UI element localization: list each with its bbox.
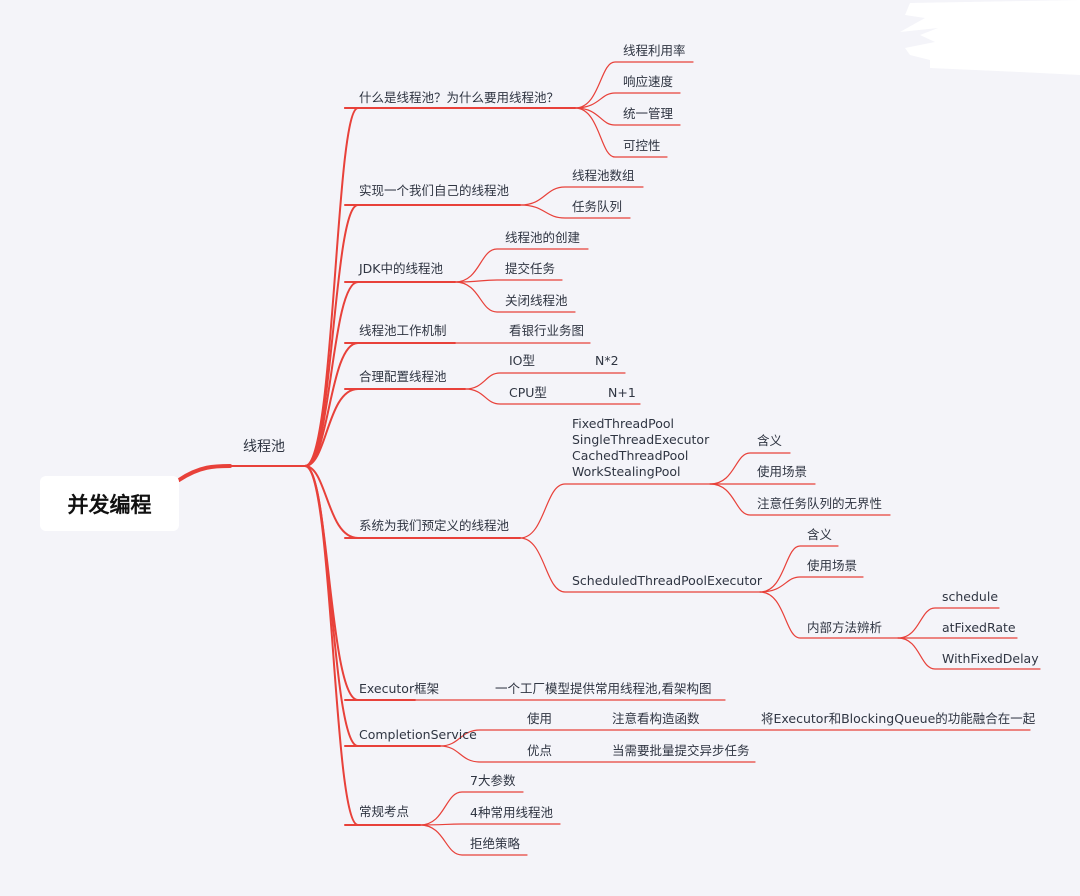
branch-configure-pool[interactable]: 合理配置线程池 — [359, 369, 447, 384]
root-node[interactable]: 并发编程 — [40, 476, 179, 531]
leaf-pool-creation[interactable]: 线程池的创建 — [505, 230, 581, 245]
branch-pool-mechanism[interactable]: 线程池工作机制 — [359, 323, 447, 338]
pool-fixed[interactable]: FixedThreadPool — [572, 416, 674, 431]
leaf-close-pool[interactable]: 关闭线程池 — [505, 293, 568, 308]
node-constructor-note[interactable]: 注意看构造函数 — [612, 711, 700, 726]
leaf-io-type[interactable]: IO型 — [509, 353, 536, 368]
leaf-bank-diagram[interactable]: 看银行业务图 — [509, 323, 585, 338]
branch-completion-service[interactable]: CompletionService — [359, 727, 477, 742]
leaf-meaning[interactable]: 含义 — [757, 433, 783, 448]
leaf-with-fixed-delay[interactable]: WithFixedDelay — [942, 651, 1039, 666]
root-label: 并发编程 — [67, 492, 152, 517]
leaf-factory-model[interactable]: 一个工厂模型提供常用线程池,看架构图 — [495, 681, 712, 696]
pool-cached[interactable]: CachedThreadPool — [572, 448, 689, 463]
node-usage[interactable]: 使用 — [527, 711, 553, 726]
leaf-scheduled-usage[interactable]: 使用场景 — [807, 558, 858, 573]
level1-node[interactable]: 线程池 — [243, 439, 285, 455]
leaf-io-value[interactable]: N*2 — [595, 353, 619, 368]
branch-predefined-pools[interactable]: 系统为我们预定义的线程池 — [359, 518, 510, 533]
branch-executor-framework[interactable]: Executor框架 — [359, 681, 440, 696]
leaf-task-queue[interactable]: 任务队列 — [572, 199, 623, 214]
leaf-batch-submit[interactable]: 当需要批量提交异步任务 — [612, 743, 750, 758]
leaf-rejection-policy[interactable]: 拒绝策略 — [470, 836, 521, 851]
leaf-schedule[interactable]: schedule — [942, 589, 999, 604]
node-internal-methods[interactable]: 内部方法辨析 — [807, 620, 883, 635]
node-scheduled-pool[interactable]: ScheduledThreadPoolExecutor — [572, 573, 763, 588]
leaf-unified-management[interactable]: 统一管理 — [623, 106, 674, 121]
scribble-decoration — [900, 0, 1080, 75]
branch-implement-own-pool[interactable]: 实现一个我们自己的线程池 — [359, 183, 510, 198]
pool-single[interactable]: SingleThreadExecutor — [572, 432, 710, 447]
branch-what-is-thread-pool[interactable]: 什么是线程池？为什么要用线程池？ — [359, 90, 560, 105]
leaf-response-speed[interactable]: 响应速度 — [623, 74, 674, 89]
leaf-merge-executor-queue[interactable]: 将Executor和BlockingQueue的功能融合在一起 — [761, 711, 1036, 726]
leaf-thread-pool-array[interactable]: 线程池数组 — [572, 168, 635, 183]
leaf-usage-scenario[interactable]: 使用场景 — [757, 464, 808, 479]
leaf-submit-task[interactable]: 提交任务 — [505, 261, 556, 276]
leaf-scheduled-meaning[interactable]: 含义 — [807, 527, 833, 542]
pool-work-stealing[interactable]: WorkStealingPool — [572, 464, 681, 479]
leaf-seven-params[interactable]: 7大参数 — [470, 773, 516, 788]
leaf-controllability[interactable]: 可控性 — [623, 138, 661, 153]
branch-common-exam-points[interactable]: 常规考点 — [359, 804, 410, 819]
leaf-unbounded-queue[interactable]: 注意任务队列的无界性 — [757, 496, 883, 511]
leaf-at-fixed-rate[interactable]: atFixedRate — [942, 620, 1016, 635]
leaf-four-pools[interactable]: 4种常用线程池 — [470, 805, 553, 820]
node-advantage[interactable]: 优点 — [527, 743, 553, 758]
leaf-thread-utilization[interactable]: 线程利用率 — [623, 43, 686, 58]
leaf-cpu-type[interactable]: CPU型 — [509, 385, 547, 400]
leaf-cpu-value[interactable]: N+1 — [608, 385, 636, 400]
branch-jdk-thread-pool[interactable]: JDK中的线程池 — [359, 261, 444, 276]
